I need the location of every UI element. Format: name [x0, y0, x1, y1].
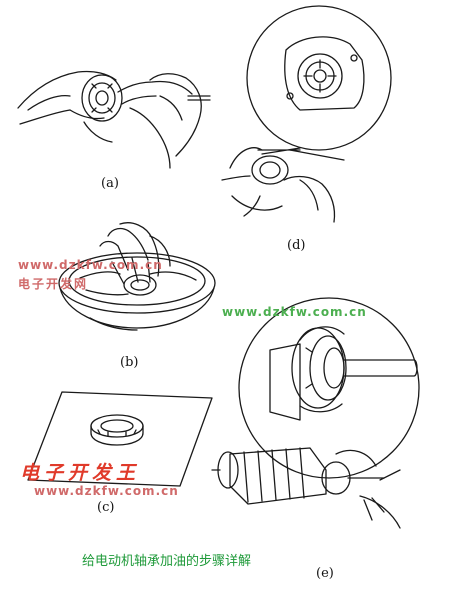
watermark-url-bottom: www.dzkfw.com.cn: [34, 484, 179, 498]
watermark-url-top: www.dzkfw.com.cn: [18, 258, 163, 272]
panel-label-a: (a): [101, 176, 119, 191]
panel-d-drawing: [221, 5, 392, 223]
panel-b-drawing: [58, 222, 216, 331]
watermark-logo: 电子开发王: [20, 462, 141, 484]
panel-c-drawing: [27, 391, 213, 487]
panel-e-drawing: [211, 297, 420, 529]
figure-caption: 给电动机轴承加油的步骤详解: [82, 554, 252, 569]
panel-label-e: (e): [316, 566, 334, 581]
panel-a-drawing: [17, 70, 211, 169]
panel-label-c: (c): [97, 500, 115, 515]
panel-label-d: (d): [287, 238, 306, 253]
watermark-site-name: 电子开发网: [18, 277, 89, 291]
watermark-url-middle: www.dzkfw.com.cn: [222, 305, 367, 319]
panel-label-b: (b): [120, 355, 139, 370]
